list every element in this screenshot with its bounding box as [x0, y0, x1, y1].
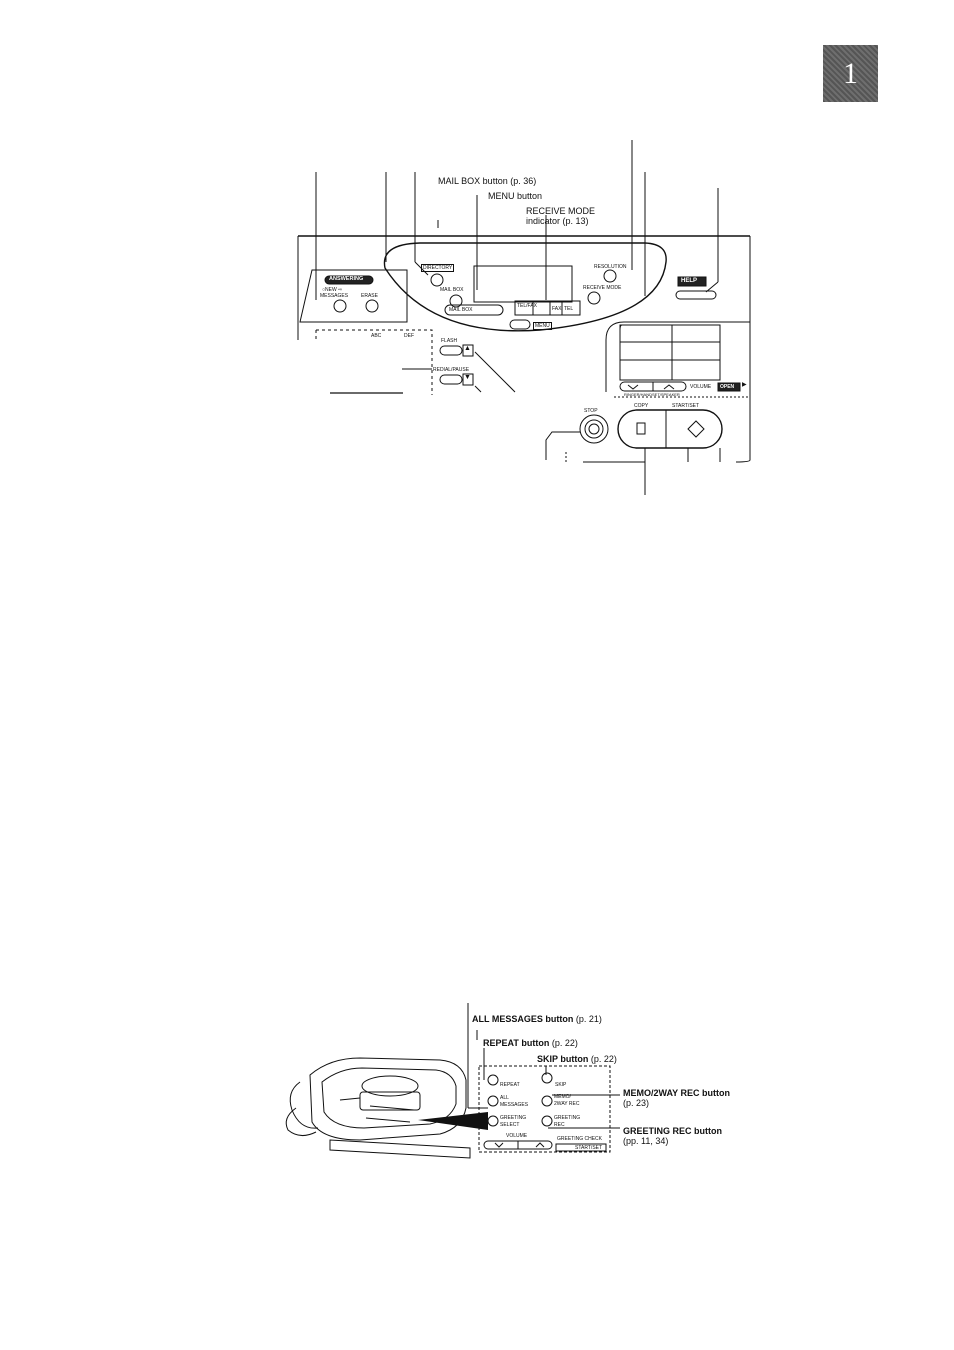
answering-panel-illustration	[285, 1003, 620, 1159]
mail-box-label: MAIL BOX	[440, 287, 464, 293]
ringer-handset-speaker-label: RINGER/HANDSET/SPEAKER	[624, 392, 680, 397]
callout-receive-mode-ref: (p. 13)	[562, 216, 589, 227]
skip-label: SKIP	[555, 1082, 567, 1088]
one-touch-dial-grid[interactable]	[620, 325, 720, 380]
redial-pause-label: REDIAL/PAUSE	[433, 367, 470, 373]
new-messages-label-2: MESSAGES	[320, 293, 349, 299]
callout-mail-box-name: MAIL BOX button	[438, 176, 508, 186]
greeting-rec-label-1: GREETING	[554, 1115, 581, 1121]
bottom-volume-label: VOLUME	[506, 1133, 528, 1139]
volume-label: VOLUME	[690, 384, 712, 390]
receive-mode-label: RECEIVE MODE	[583, 285, 622, 291]
callout-repeat-ref: (p. 22)	[551, 1038, 578, 1048]
mail-box-tab-label: MAIL BOX	[449, 307, 473, 313]
callout-memo-ref: (p. 23)	[623, 1098, 650, 1109]
volume-down-button[interactable]	[620, 382, 653, 391]
greeting-select-label-1: GREETING	[500, 1115, 527, 1121]
repeat-label: REPEAT	[500, 1082, 520, 1088]
def-label: DEF	[404, 333, 414, 339]
callout-menu: MENU button	[488, 191, 542, 201]
callout-receive-mode-name: RECEIVE MODE	[526, 206, 596, 216]
memo-label-1: MEMO/	[554, 1094, 571, 1100]
resolution-button[interactable]	[604, 270, 616, 282]
menu-button[interactable]	[510, 320, 530, 329]
callout-memo: MEMO/2WAY REC button (p. 23)	[623, 1088, 730, 1109]
callout-mail-box: MAIL BOX button (p. 36)	[438, 176, 536, 186]
all-label-2: MESSAGES	[500, 1102, 529, 1108]
callout-all-messages-ref: (p. 21)	[575, 1014, 602, 1024]
callout-memo-name: MEMO/2WAY REC button	[623, 1088, 731, 1098]
bottom-volume-down-button[interactable]	[484, 1141, 518, 1149]
lcd-display	[474, 266, 572, 302]
up-arrow-icon: ▲	[464, 345, 471, 352]
memo-2way-rec-button[interactable]	[541, 1095, 553, 1107]
resolution-label: RESOLUTION	[594, 264, 627, 270]
down-arrow-icon: ▼	[464, 374, 471, 381]
callout-mail-box-ref: (p. 36)	[510, 176, 537, 186]
mode-tel-label: TEL	[564, 306, 574, 312]
start-set-label: START/SET	[672, 403, 700, 409]
open-label: OPEN	[720, 384, 735, 390]
callout-greeting-rec-ref: (pp. 11, 34)	[623, 1136, 669, 1147]
all-messages-button[interactable]	[487, 1095, 499, 1107]
callout-skip: SKIP button (p. 22)	[537, 1054, 617, 1064]
mail-box-button[interactable]	[450, 295, 462, 307]
callout-menu-name: MENU button	[488, 191, 543, 201]
control-panel-illustration	[297, 140, 751, 495]
copy-button[interactable]	[618, 410, 666, 448]
erase-label: ERASE	[361, 293, 378, 299]
redial-pause-button[interactable]	[440, 375, 462, 384]
callout-receive-mode-name2: indicator	[526, 216, 561, 227]
abc-label: ABC	[371, 333, 382, 339]
callout-greeting-rec-name: GREETING REC button	[623, 1126, 722, 1136]
volume-up-button[interactable]	[653, 382, 686, 391]
callout-repeat: REPEAT button (p. 22)	[483, 1038, 578, 1048]
section-tab: 1	[823, 45, 878, 102]
greeting-rec-label-2: REC	[554, 1122, 565, 1128]
erase-button[interactable]	[366, 300, 378, 312]
receive-mode-button[interactable]	[588, 292, 600, 304]
repeat-button[interactable]	[487, 1074, 499, 1086]
start-set-button[interactable]	[666, 410, 722, 448]
callout-repeat-name: REPEAT button	[483, 1038, 550, 1048]
callout-skip-name: SKIP button	[537, 1054, 589, 1064]
new-messages-label-1: ○NEW ⇨	[322, 287, 343, 293]
callout-all-messages-name: ALL MESSAGES button	[472, 1014, 574, 1024]
mode-tel-fax-label: TEL/FAX	[517, 303, 538, 309]
stop-button[interactable]	[580, 415, 608, 443]
section-number: 1	[843, 56, 858, 90]
callout-all-messages: ALL MESSAGES button (p. 21)	[472, 1014, 602, 1024]
bottom-volume-up-button[interactable]	[518, 1141, 552, 1149]
menu-label: MENU	[533, 322, 552, 330]
greeting-select-label-2: SELECT	[500, 1122, 520, 1128]
greeting-check-label: GREETING CHECK	[557, 1136, 603, 1142]
greeting-rec-button[interactable]	[541, 1115, 553, 1127]
greeting-select-button[interactable]	[487, 1115, 499, 1127]
skip-button[interactable]	[541, 1072, 553, 1084]
answering-label: ANSWERING	[329, 276, 364, 282]
help-button[interactable]	[676, 291, 716, 299]
mode-fax-label: FAX	[552, 306, 562, 312]
flash-button[interactable]	[440, 346, 462, 355]
directory-label: DIRECTORY	[421, 264, 455, 272]
greeting-check-start-label: START/SET	[575, 1145, 603, 1151]
copy-label: COPY	[634, 403, 649, 409]
memo-label-2: 2WAY REC	[554, 1101, 580, 1107]
open-arrow-icon: ▶	[742, 382, 747, 388]
flash-label: FLASH	[441, 338, 458, 344]
callout-greeting-rec: GREETING REC button (pp. 11, 34)	[623, 1126, 722, 1147]
callout-receive-mode: RECEIVE MODE indicator (p. 13)	[526, 206, 595, 227]
all-label-1: ALL	[500, 1095, 509, 1101]
callout-skip-ref: (p. 22)	[590, 1054, 617, 1064]
help-label: HELP	[681, 278, 698, 284]
callout-receive-mode-line2: indicator (p. 13)	[526, 216, 595, 226]
directory-button[interactable]	[431, 274, 443, 286]
new-messages-button[interactable]	[334, 300, 346, 312]
stop-label: STOP	[584, 408, 598, 414]
